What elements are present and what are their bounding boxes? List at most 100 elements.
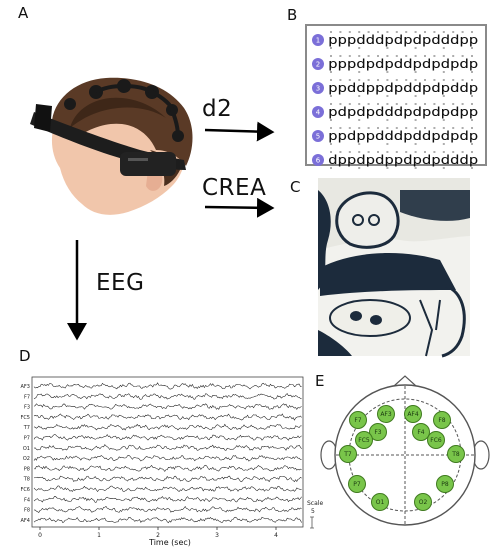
- d2-row: 4 pdpdpdddpdpdpdpp: [312, 103, 478, 121]
- d2-test-frame: [305, 24, 487, 166]
- panel-label-a: A: [18, 4, 29, 22]
- d2-row-letters: pppdddpdpdpdddpp: [328, 32, 478, 47]
- eeg-channel-label: F7: [24, 394, 30, 400]
- eeg-trace-f4: [33, 496, 302, 503]
- eeg-channel-label: AF4: [21, 518, 30, 524]
- d2-row-number: 3: [316, 85, 320, 93]
- electrode-o1: O1: [371, 493, 389, 511]
- electrode-marker: [412, 423, 430, 441]
- electrode-o2: O2: [414, 493, 432, 511]
- electrode-label: FC5: [358, 437, 370, 444]
- eeg-trace-f7: [33, 393, 302, 400]
- eeg-trace-p7: [33, 434, 302, 441]
- electrode-marker: [433, 411, 451, 429]
- electrode-marker: [339, 445, 357, 463]
- electrode-label: F8: [438, 417, 445, 424]
- electrode-marker: [414, 493, 432, 511]
- electrode-p8: P8: [436, 475, 454, 493]
- eeg-trace-p8: [33, 464, 302, 472]
- electrode-label: F4: [417, 429, 424, 436]
- electrode-label: T7: [343, 451, 352, 458]
- eeg-trace-f3: [33, 403, 302, 410]
- d2-row-number-badge: [312, 154, 324, 166]
- eeg-channel-label: F8: [24, 508, 30, 514]
- electrode-marker: [436, 475, 454, 493]
- d2-row-letters: ppddppdpddpdpddp: [328, 80, 478, 95]
- electrode-label: FC6: [430, 437, 442, 444]
- electrode-label: F7: [354, 417, 361, 424]
- eeg-channel-label: T7: [23, 425, 30, 431]
- eeg-trace-o2: [33, 455, 302, 462]
- electrode-t8: T8: [447, 445, 465, 463]
- d2-row-number-badge: [312, 106, 324, 118]
- d2-row: 5 ppdppdddpddpdpdp: [312, 127, 478, 145]
- eeg-channel-label: F3: [24, 405, 30, 411]
- electrode-p7: P7: [348, 475, 366, 493]
- eeg-tick-label: 1: [97, 532, 101, 539]
- electrode-label: AF4: [407, 411, 419, 418]
- eeg-channel-label: P8: [24, 466, 30, 472]
- eeg-tick-label: 2: [156, 532, 160, 539]
- d2-row-number-badge: [312, 130, 324, 142]
- d2-row-number-badge: [312, 58, 324, 70]
- head-with-headset-illustration: [30, 77, 193, 215]
- d2-row-number-badge: [312, 34, 324, 46]
- electrode-af4: AF4: [404, 405, 422, 423]
- arrow-to-crea: [204, 197, 275, 218]
- eeg-channel-label: O2: [23, 456, 30, 462]
- arrow-label-crea: CREA: [202, 175, 267, 201]
- d2-row-number: 4: [316, 109, 321, 117]
- eeg-traces: [33, 382, 302, 524]
- eeg-channel-label: P7: [24, 436, 30, 442]
- electrode-fc6: FC6: [427, 431, 445, 449]
- eeg-channel-label: O1: [23, 446, 30, 452]
- electrode-marker: [447, 445, 465, 463]
- eeg-channel-label: FC5: [20, 415, 30, 421]
- d2-row-letters: ppdppdddpddpdpdp: [328, 128, 478, 143]
- electrode-marker: [348, 475, 366, 493]
- d2-row-number: 1: [316, 37, 320, 45]
- electrode-f4: F4: [412, 423, 430, 441]
- panel-label-d: D: [19, 347, 31, 365]
- eeg-plot-area: [31, 376, 304, 528]
- eeg-channel-label: AF3: [21, 384, 30, 390]
- electrode-marker: [369, 423, 387, 441]
- electrode-label: F3: [374, 429, 381, 436]
- d2-row-letters: pdpdpdddpdpdpdpp: [328, 104, 478, 119]
- eeg-time-axis-title: Time (sec): [148, 538, 191, 547]
- d2-row-letters: dppdpdppdpdpdddp: [328, 152, 478, 167]
- eeg-trace-af4: [33, 516, 302, 524]
- electrode-af3: AF3: [377, 405, 395, 423]
- electrode-marker: [371, 493, 389, 511]
- electrode-t7: T7: [339, 445, 357, 463]
- eeg-channel-label: FC6: [20, 487, 30, 493]
- eeg-trace-f8: [33, 506, 302, 513]
- electrode-label: P7: [353, 481, 361, 488]
- arrow-label-d2: d2: [202, 96, 233, 122]
- arrow-to-d2: [204, 121, 275, 142]
- eeg-trace-fc5: [33, 413, 302, 421]
- arrow-label-eeg: EEG: [96, 270, 145, 296]
- eeg-channel-label: F4: [24, 497, 30, 503]
- d2-row: 1 pppdddpdpdpdddpp: [312, 31, 478, 49]
- electrode-marker: [349, 411, 367, 429]
- electrode-f8: F8: [433, 411, 451, 429]
- eeg-channel-label: T8: [23, 477, 30, 483]
- d2-row: 3 ppddppdpddpdpddp: [312, 79, 478, 97]
- electrode-label: O2: [419, 499, 428, 506]
- electrode-marker: [404, 405, 422, 423]
- eeg-trace-o1: [33, 444, 302, 451]
- panel-label-e: E: [315, 372, 325, 390]
- eeg-tick-label: 4: [274, 532, 278, 539]
- electrode-marker: [377, 405, 395, 423]
- electrode-f7: F7: [349, 411, 367, 429]
- d2-row-number: 5: [316, 133, 320, 141]
- eeg-trace-fc6: [33, 485, 302, 492]
- d2-row-letters: pppdpdpddpdpdpdp: [328, 56, 478, 71]
